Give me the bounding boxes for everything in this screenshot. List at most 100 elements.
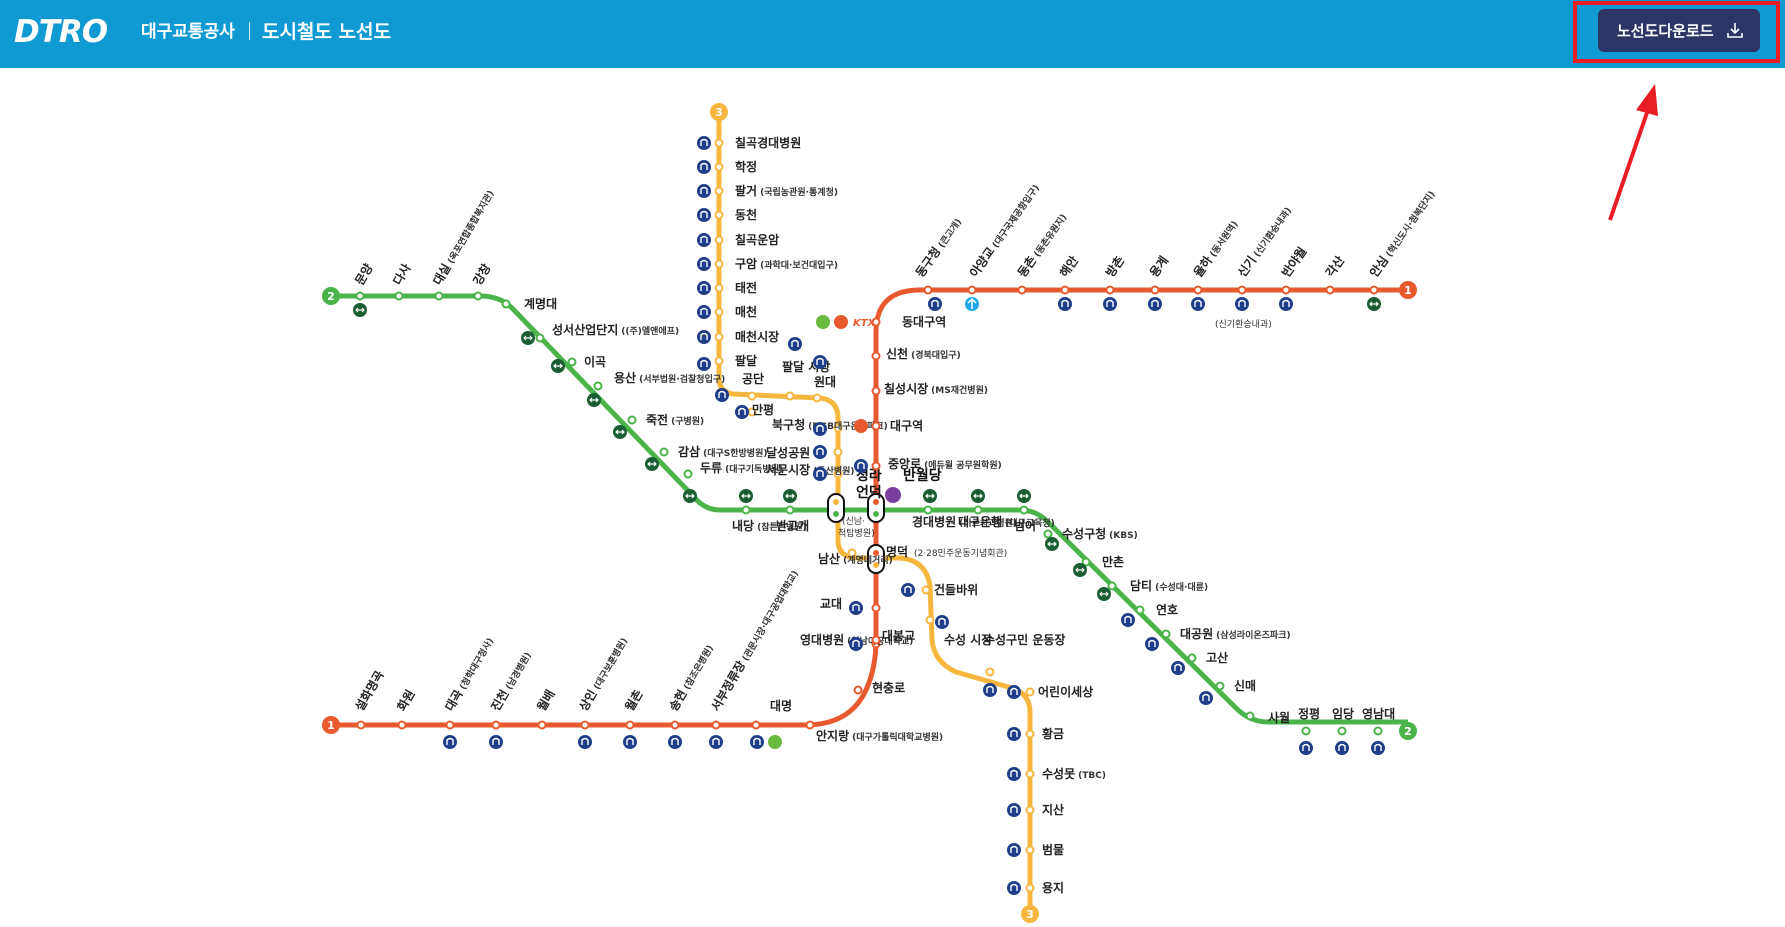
station-l1-yonggye[interactable]: 용계 [1146,253,1171,311]
station-l2-daegu-bank[interactable]: 대구은행(대구교육청) [958,489,1055,529]
station-l2-gosan[interactable]: 고산 [1171,650,1228,675]
station-l3-dalseong-park[interactable]: 달성공원 [766,445,843,460]
station-label: 진천(남경병원) [488,648,534,713]
station-l3-chilgok-hosp[interactable]: 칠곡경대병원 [697,135,801,150]
station-dot [923,285,933,295]
station-l3-chilgok-unam[interactable]: 칠곡운암 [697,232,779,247]
station-l3-bukgucheong[interactable]: 북구청(DGB대구은행파크) [772,417,888,436]
elevator-icon [715,388,729,402]
station-l2-kyungpook-hosp[interactable]: 경대병원(미르치과병원) [912,489,1017,529]
station-l1-songhyeon[interactable]: 송현(참조은병원) [666,641,716,749]
station-l3-dongcheon[interactable]: 동천 [697,207,757,222]
station-l2-yeungnam-univ[interactable]: 영남대 [1362,706,1395,755]
transfer-station-banwoldang[interactable] [867,493,885,523]
station-l2-sawol[interactable]: 사월 [1245,710,1291,725]
station-l1-hwawon[interactable]: 화원 [394,687,418,730]
station-sublabel: (과학대·보건대입구) [760,259,838,271]
station-l2-imdang[interactable]: 임당 [1332,706,1354,755]
station-l2-damti[interactable]: 담티(수성대·대륜) [1097,578,1208,601]
station-l1-ayanggyo[interactable]: 아양교(대구국제공항입구) [966,181,1042,295]
station-l1-seolhwa[interactable]: 설화명곡 [352,668,387,730]
station-l3-suseongmot[interactable]: 수성못(TBC) [1007,767,1106,781]
station-l3-yongji[interactable]: 용지 [1007,880,1064,895]
station-dot [714,210,724,220]
station-l2-jeongpyeong[interactable]: 정평 [1298,706,1320,755]
station-l2-igok[interactable]: 이곡 [551,354,606,373]
station-dot [871,317,881,327]
station-l3-taejeon[interactable]: 태전 [697,280,757,295]
elevator-icon [983,683,997,697]
station-l1-banyawol[interactable]: 반야월 [1278,244,1309,311]
station-label: 담티(수성대·대륜) [1130,578,1208,593]
station-dot [1161,629,1171,639]
station-l2-daesil[interactable]: 대실(옥포연합종합복지관) [430,187,497,301]
elevator-icon [735,405,749,419]
station-l3-paldal[interactable]: 팔달 [697,353,757,371]
station-l3-wondae[interactable]: 원대 [812,355,836,403]
station-l1-singi[interactable]: 신기(신기환승내과) [1234,203,1294,311]
station-l1-haean[interactable]: 해안 [1056,253,1081,311]
station-banwoldang-label[interactable]: 반월당 [903,467,942,484]
station-l2-manchon[interactable]: 만촌 [1073,554,1124,577]
station-l1-chilseong[interactable]: 칠성시장(MS재건병원) [871,381,988,396]
station-l3-mangpyeong[interactable]: 만평 [735,402,774,419]
station-l1-daegu-station[interactable]: 대구역 [871,418,924,433]
station-l3-suseong-gumin[interactable]: 수성구민 운동장 [983,632,1065,697]
station-l2-munyang[interactable]: 문양 [352,261,376,317]
station-l1-jincheon[interactable]: 진천(남경병원) [488,648,534,749]
station-dot [847,548,857,558]
station-l2-beomeo[interactable]: 범어 [1014,489,1036,533]
station-l1-bangchon[interactable]: 방촌 [1102,253,1127,311]
station-label: 강창 [470,261,494,288]
station-l1-gaksan[interactable]: 각산 [1322,253,1347,295]
station-l3-geondeulbawi[interactable]: 건들바위 [901,582,978,597]
station-l2-seongseo[interactable]: 성서산업단지((주)엘앤에프) [521,322,679,345]
station-l1-yulha[interactable]: 율하(동서원역) [1190,217,1241,311]
station-l1-daegok[interactable]: 대곡(청학대구청사) [442,635,496,749]
svg-text:2: 2 [327,290,335,303]
download-map-button[interactable]: 노선도다운로드 [1598,9,1760,52]
station-l2-yeonho[interactable]: 연호 [1121,602,1178,627]
station-l1-east-daegu[interactable]: 동대구역 [871,314,947,329]
station-l3-jisan[interactable]: 지산 [1007,802,1064,817]
station-l2-keimyung-univ[interactable]: 계명대 [501,296,558,311]
station-label: 지산 [1042,802,1064,817]
station-l2-bangogae[interactable]: 반고개 [776,489,809,533]
station-l1-daemyeong[interactable]: 대명 [750,699,792,749]
station-l1-daebonggyo[interactable]: 대봉교 [871,629,916,645]
station-l1-sangin[interactable]: 상인(대구보훈병원) [576,634,630,749]
station-l1-wolchon[interactable]: 월촌 [622,687,646,749]
station-l1-jungangno[interactable]: 중앙로(에듀윌 공무원학원) [854,457,1002,473]
station-dot [967,285,977,295]
station-l3-guam[interactable]: 구암(과학대·보건대입구) [697,257,838,271]
station-l3-paldal-market[interactable]: 팔달 시장 [782,337,830,401]
dtro-logo[interactable]: DTRO [14,14,108,50]
station-l3-hakjeong[interactable]: 학정 [697,159,757,174]
station-myeongdeok-label[interactable]: 명덕 [886,544,908,559]
station-l1-dongchon[interactable]: 동촌(동촌유원지) [1014,210,1069,295]
station-l1-wolbae[interactable]: 월배 [534,687,558,730]
station-l3-beommul[interactable]: 범물 [1007,842,1064,857]
station-sublabel: (서부법원·검찰청입구) [639,373,725,385]
station-l2-sinmae[interactable]: 신매 [1199,678,1256,705]
elevator-icon [623,735,637,749]
station-l1-sincheon[interactable]: 신천(경북대입구) [871,346,961,361]
transfer-station-myeongdeok[interactable] [867,544,885,574]
transfer-icon [1367,297,1381,311]
station-l3-hwanggeum[interactable]: 황금 [1007,726,1064,741]
station-l2-daegong-won[interactable]: 대공원(삼성라이온즈파크) [1145,627,1291,651]
station-l3-maecheon[interactable]: 매천 [697,304,757,319]
airport-icon [965,297,979,311]
transfer-station-cheongna[interactable] [827,493,845,523]
station-l2-yongsan[interactable]: 용산(서부법원·검찰청입구) [587,370,725,407]
station-l1-gyodae[interactable]: 교대 [820,597,881,615]
station-cheongna-label-2[interactable]: 언덕 [856,484,882,501]
station-dot [1105,285,1115,295]
station-l3-suseong-market[interactable]: 수성 시장 [925,615,993,647]
station-l3-children-world[interactable]: 어린이세상 [1007,684,1093,699]
station-l3-maecheon-market[interactable]: 매천시장 [697,329,779,344]
station-l1-donggu-office[interactable]: 동구청(큰고개) [912,214,964,311]
station-l3-gongdan[interactable]: 공단 [715,371,764,402]
station-l2-duryu[interactable]: 두류(대구기독병원) [683,461,783,503]
station-l1-hyeonchungno[interactable]: 현충로 [853,680,906,695]
